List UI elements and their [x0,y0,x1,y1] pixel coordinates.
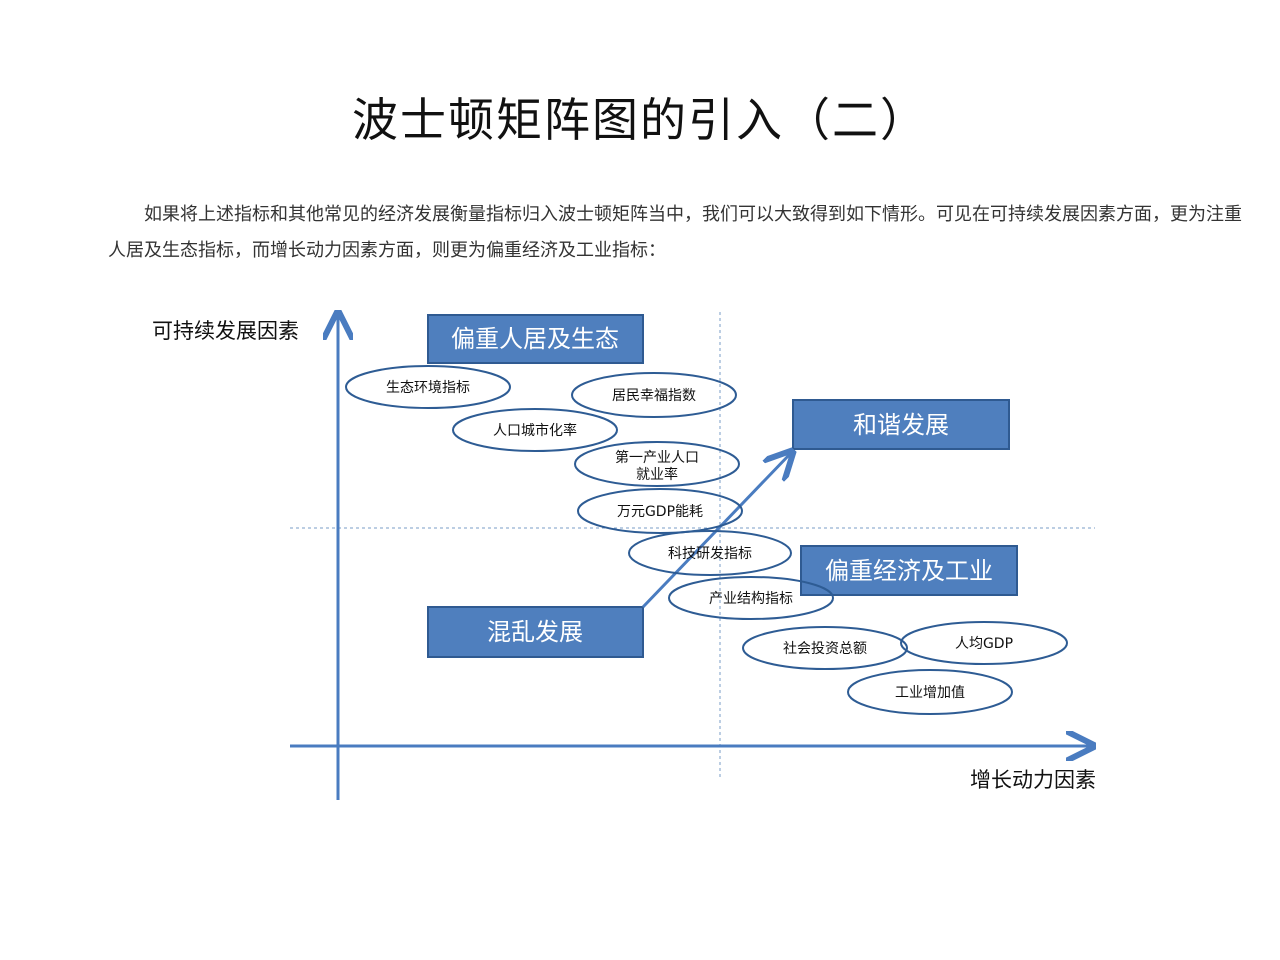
svg-text:和谐发展: 和谐发展 [853,411,949,439]
svg-text:第一产业人口: 第一产业人口 [615,449,699,466]
y-axis-label: 可持续发展因素 [152,319,299,343]
svg-text:人均GDP: 人均GDP [955,636,1013,652]
svg-text:科技研发指标: 科技研发指标 [668,546,752,562]
svg-text:万元GDP能耗: 万元GDP能耗 [617,504,703,520]
indicator-oval: 居民幸福指数 [571,372,737,418]
svg-text:社会投资总额: 社会投资总额 [783,641,867,657]
indicator-oval: 产业结构指标 [668,576,834,620]
indicator-oval: 万元GDP能耗 [577,488,743,534]
x-axis-label: 增长动力因素 [970,768,1096,792]
svg-text:混乱发展: 混乱发展 [487,618,583,646]
indicator-oval: 生态环境指标 [345,365,511,409]
svg-text:偏重人居及生态: 偏重人居及生态 [451,325,619,353]
indicator-oval: 社会投资总额 [742,626,908,670]
indicator-oval: 工业增加值 [847,669,1013,715]
svg-text:人口城市化率: 人口城市化率 [493,422,577,439]
svg-text:就业率: 就业率 [636,466,678,483]
indicator-oval: 科技研发指标 [628,530,792,576]
svg-text:产业结构指标: 产业结构指标 [709,591,793,607]
quadrant-bottom-right: 偏重经济及工业 [800,545,1018,596]
page-title: 波士顿矩阵图的引入（二） [352,93,928,147]
intro-paragraph: 如果将上述指标和其他常见的经济发展衡量指标归入波士顿矩阵当中，我们可以大致得到如… [108,204,1242,261]
indicator-oval: 人均GDP [900,621,1068,665]
svg-text:工业增加值: 工业增加值 [895,685,965,701]
svg-text:偏重经济及工业: 偏重经济及工业 [825,557,993,585]
svg-text:居民幸福指数: 居民幸福指数 [612,388,696,404]
indicator-oval: 人口城市化率 [452,408,618,452]
svg-text:生态环境指标: 生态环境指标 [386,380,470,396]
indicator-oval: 第一产业人口 就业率 [574,441,740,487]
quadrant-bottom-left: 混乱发展 [427,606,644,658]
quadrant-top-right: 和谐发展 [792,399,1010,450]
quadrant-top-left: 偏重人居及生态 [427,314,644,364]
